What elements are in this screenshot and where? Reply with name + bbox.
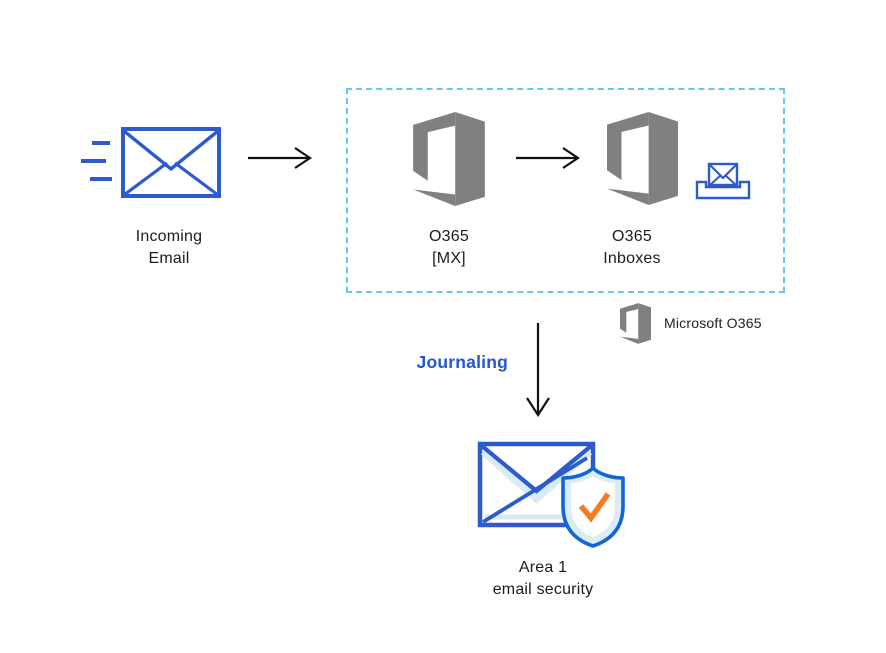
incoming-email-icon bbox=[80, 127, 222, 198]
arrow-right-icon bbox=[515, 144, 581, 172]
area1-label-line1: Area 1 bbox=[518, 559, 568, 576]
o365-pipeline-box bbox=[346, 88, 785, 293]
incoming-email-label-line2: Email bbox=[148, 250, 190, 267]
o365-inboxes-label-line2: Inboxes bbox=[603, 250, 661, 267]
checkmark-icon bbox=[578, 492, 611, 523]
o365-inboxes-label: O365 Inboxes bbox=[572, 226, 692, 270]
area1-label-line2: email security bbox=[492, 581, 594, 598]
inbox-tray-icon bbox=[695, 161, 751, 200]
area1-label: Area 1 email security bbox=[463, 557, 623, 601]
o365-mx-label: O365 [MX] bbox=[389, 226, 509, 270]
incoming-email-label-line1: Incoming bbox=[135, 228, 203, 245]
envelope-with-speed-lines-icon bbox=[81, 127, 221, 198]
o365-inboxes-label-line1: O365 bbox=[612, 228, 652, 245]
journaling-label: Journaling bbox=[416, 352, 508, 372]
o365-mx-label-line2: [MX] bbox=[432, 250, 466, 267]
arrow-right-icon bbox=[247, 144, 313, 172]
legend-label: Microsoft O365 bbox=[664, 315, 762, 331]
office365-icon bbox=[620, 302, 651, 344]
area1-email-security-icon bbox=[477, 441, 627, 551]
arrow-down-icon bbox=[525, 322, 551, 418]
legend: Microsoft O365 bbox=[620, 302, 762, 344]
incoming-email-label: Incoming Email bbox=[109, 226, 229, 270]
office365-icon bbox=[413, 112, 485, 206]
o365-mx-label-line1: O365 bbox=[429, 228, 469, 245]
office365-icon bbox=[607, 112, 678, 205]
